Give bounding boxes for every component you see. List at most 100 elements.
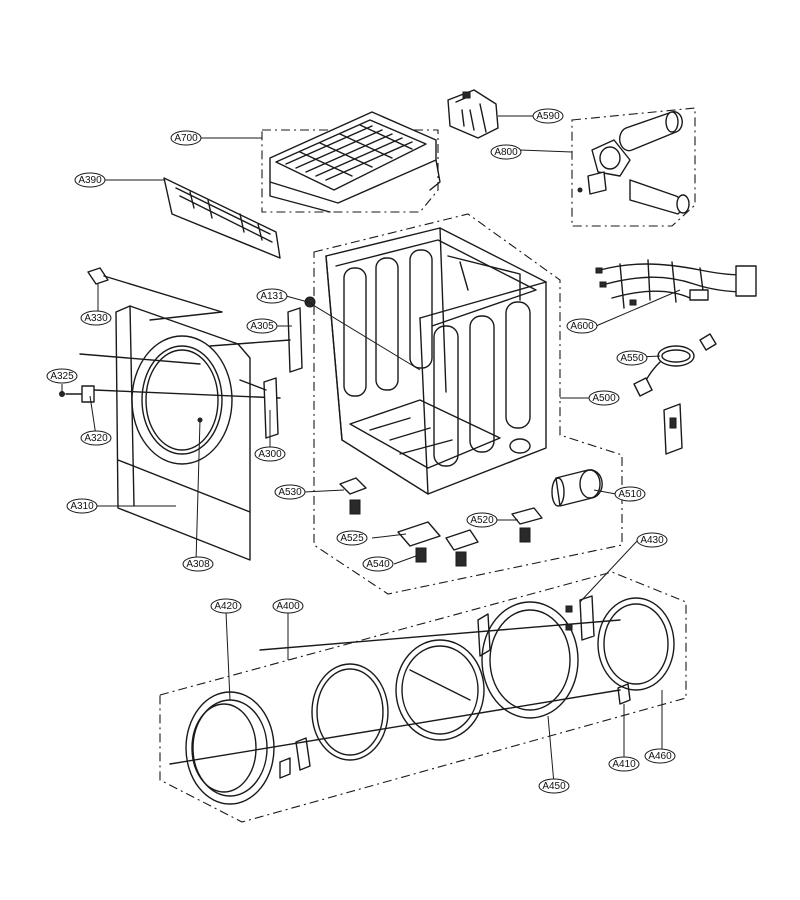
callout-label: A550 — [620, 353, 644, 364]
callout-label: A305 — [250, 321, 274, 332]
group-outlines — [159, 107, 696, 823]
exhaust-duct — [551, 469, 603, 507]
leader-lines — [61, 115, 681, 785]
callout-label: A300 — [258, 449, 282, 460]
callout-label: A510 — [618, 489, 642, 500]
callout-oval — [256, 288, 288, 304]
callout-label: A430 — [640, 535, 664, 546]
callout-label: A700 — [174, 133, 198, 144]
door-assembly — [169, 595, 675, 805]
callout-a530: A530 — [274, 484, 306, 500]
a390-control-bracket — [163, 177, 281, 259]
callout-oval — [274, 484, 306, 500]
callout-oval — [272, 598, 304, 614]
callout-a450: A450 — [538, 778, 570, 794]
callout-oval — [616, 350, 648, 366]
callout-label: A540 — [366, 559, 390, 570]
callout-oval — [362, 556, 394, 572]
callout-oval — [538, 778, 570, 794]
callout-oval — [336, 530, 368, 546]
callout-oval — [466, 512, 498, 528]
cabinet — [304, 227, 547, 495]
side-bracket — [663, 403, 683, 455]
callout-oval — [490, 144, 522, 160]
callout-label: A800 — [494, 147, 518, 158]
callout-a420: A420 — [210, 598, 242, 614]
callout-label: A131 — [260, 291, 284, 302]
callout-a308: A308 — [182, 556, 214, 572]
callout-oval — [170, 130, 202, 146]
callout-a131: A131 — [256, 288, 288, 304]
wire-harness — [595, 259, 757, 309]
drying-rack — [269, 111, 441, 213]
callout-a500: A500 — [588, 390, 620, 406]
callout-a600: A600 — [566, 318, 598, 334]
callout-oval — [566, 318, 598, 334]
front-panel — [115, 305, 251, 561]
callout-a325: A325 — [46, 368, 78, 384]
callout-a330: A330 — [80, 310, 112, 326]
callout-oval — [608, 756, 640, 772]
callout-a310: A310 — [66, 498, 98, 514]
outline-drying-rack — [261, 129, 439, 213]
callout-oval — [254, 446, 286, 462]
callout-a590: A590 — [532, 108, 564, 124]
callout-label: A530 — [278, 487, 302, 498]
callout-label: A500 — [592, 393, 616, 404]
callout-a300: A300 — [254, 446, 286, 462]
callout-label: A390 — [78, 175, 102, 186]
a590-bracket — [447, 89, 499, 139]
callout-label: A310 — [70, 501, 94, 512]
callout-oval — [46, 368, 78, 384]
callout-oval — [210, 598, 242, 614]
outline-duct-kit — [571, 107, 696, 227]
callout-oval — [588, 390, 620, 406]
callout-a410: A410 — [608, 756, 640, 772]
callout-label: A450 — [542, 781, 566, 792]
callout-a550: A550 — [616, 350, 648, 366]
callout-a540: A540 — [362, 556, 394, 572]
callout-a525: A525 — [336, 530, 368, 546]
callout-a700: A700 — [170, 130, 202, 146]
callout-a305: A305 — [246, 318, 278, 334]
callout-oval — [246, 318, 278, 334]
callout-label: A520 — [470, 515, 494, 526]
callout-a800: A800 — [490, 144, 522, 160]
callout-a460: A460 — [644, 748, 676, 764]
callout-a400: A400 — [272, 598, 304, 614]
callout-label: A325 — [50, 371, 74, 382]
callout-label: A410 — [612, 759, 636, 770]
callout-a390: A390 — [74, 172, 106, 188]
callout-a320: A320 — [80, 430, 112, 446]
duct-kit — [577, 110, 690, 215]
callout-label: A308 — [186, 559, 210, 570]
small-parts-left — [59, 267, 303, 439]
callout-oval — [644, 748, 676, 764]
callout-oval — [614, 486, 646, 502]
callout-oval — [636, 532, 668, 548]
outline-door — [159, 571, 687, 823]
callout-a510: A510 — [614, 486, 646, 502]
callout-label: A590 — [536, 111, 560, 122]
power-cord — [633, 333, 717, 397]
callout-label: A525 — [340, 533, 364, 544]
callout-a430: A430 — [636, 532, 668, 548]
callout-label: A330 — [84, 313, 108, 324]
callout-oval — [532, 108, 564, 124]
callout-label: A460 — [648, 751, 672, 762]
callout-a520: A520 — [466, 512, 498, 528]
callout-oval — [66, 498, 98, 514]
callout-oval — [80, 310, 112, 326]
feet — [339, 477, 543, 567]
callout-oval — [74, 172, 106, 188]
callout-oval — [182, 556, 214, 572]
callout-label: A600 — [570, 321, 594, 332]
callout-label: A400 — [276, 601, 300, 612]
callout-oval — [80, 430, 112, 446]
callout-label: A320 — [84, 433, 108, 444]
callout-label: A420 — [214, 601, 238, 612]
outline-cabinet — [313, 213, 623, 595]
